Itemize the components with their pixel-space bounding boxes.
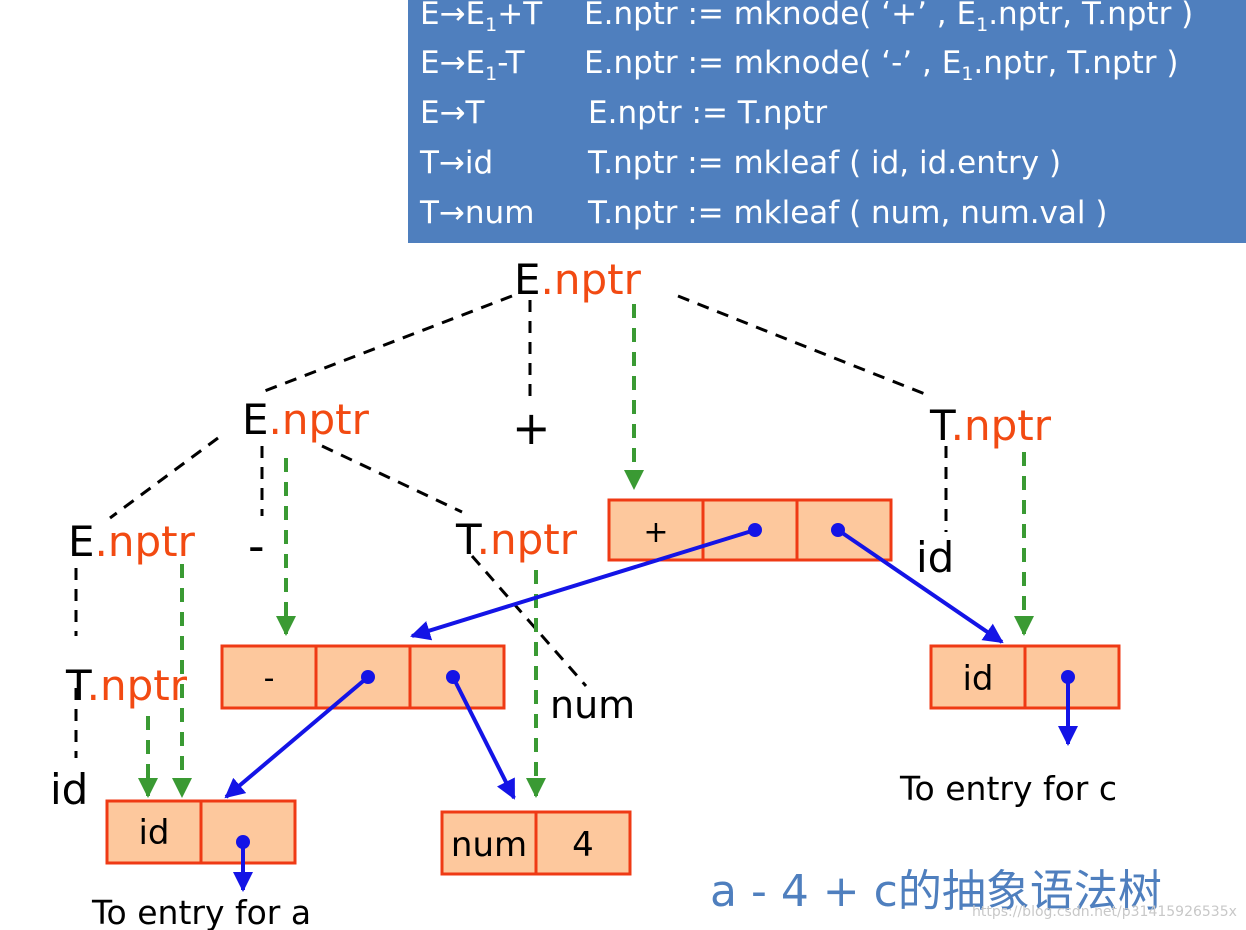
dot-minus-left <box>361 670 375 684</box>
production-tail: +T <box>497 0 543 32</box>
rule-action: E.nptr := T.nptr <box>588 93 827 133</box>
plus-node-op: + <box>643 515 668 550</box>
entry-c-note: To entry for c <box>899 769 1117 808</box>
rule-row: T→id T.nptr := mkleaf ( id, id.entry ) <box>420 143 1240 187</box>
production-head: E→E <box>420 45 486 81</box>
action-subscript: 1 <box>976 14 989 37</box>
id-c-node <box>929 644 1121 710</box>
rule-production: T→id <box>420 143 493 183</box>
production-subscript: 1 <box>485 63 498 86</box>
e1-node: E.nptr <box>242 395 370 444</box>
action-text-tail: .nptr, T.nptr ) <box>988 0 1194 32</box>
dot-id-a <box>236 835 250 849</box>
edge-root-t <box>677 294 931 398</box>
id-left-leaf: id <box>50 765 88 814</box>
edge-tmid-num <box>470 555 588 687</box>
ptr-minus-to-num <box>451 676 516 800</box>
rule-action: E.nptr := mknode( ‘+’ , E1.nptr, T.nptr … <box>584 0 1193 45</box>
num-node <box>440 810 632 876</box>
minus-symbol: - <box>248 519 265 573</box>
ptr-plus-to-minus <box>410 528 756 641</box>
id-c-node-label: id <box>962 659 993 699</box>
t-left-node: T.nptr <box>65 661 188 710</box>
action-text: E.nptr := T.nptr <box>588 95 828 131</box>
edge-root-e1 <box>261 294 513 394</box>
rule-action: T.nptr := mkleaf ( id, id.entry ) <box>588 143 1061 183</box>
production-head: T→num <box>420 195 535 231</box>
ptr-minus-to-id-a <box>224 675 370 799</box>
ast-node-text: + - id id num 4 <box>138 515 993 865</box>
action-text: E.nptr := mknode( ‘+’ , E <box>584 0 977 32</box>
watermark: https://blog.csdn.net/p31415926535x <box>972 904 1237 920</box>
action-text: T.nptr := mkleaf ( id, id.entry ) <box>588 145 1062 181</box>
e2-node: E.nptr <box>68 517 196 566</box>
t-right-node: T.nptr <box>929 401 1052 450</box>
tree-labels: E.nptr E.nptr + T.nptr id E.nptr - T.npt… <box>50 255 1052 814</box>
plus-symbol: + <box>512 401 551 455</box>
action-text: E.nptr := mknode( ‘-’ , E <box>584 45 962 81</box>
id-a-node-label-cell <box>105 799 203 865</box>
dot-plus-left <box>748 523 762 537</box>
production-head: E→E <box>420 0 486 32</box>
pointer-dots <box>236 523 1075 849</box>
num-node-value: 4 <box>572 825 594 865</box>
rule-action: T.nptr := mkleaf ( num, num.val ) <box>588 193 1107 233</box>
t-mid-node: T.nptr <box>455 515 578 564</box>
id-a-node-label: id <box>138 813 169 853</box>
dot-minus-right <box>446 670 460 684</box>
id-a-node-pointer-cell <box>199 799 297 865</box>
edge-e1-e2 <box>109 436 219 520</box>
rule-production: E→E1+T <box>420 0 542 45</box>
pointer-arrows <box>224 528 1078 892</box>
production-head: T→id <box>420 145 494 181</box>
root-node: E.nptr <box>514 255 642 304</box>
action-text-tail: .nptr, T.nptr ) <box>973 45 1179 81</box>
action-subscript: 1 <box>961 63 974 86</box>
rule-row: E→T E.nptr := T.nptr <box>420 93 1240 137</box>
production-subscript: 1 <box>485 14 498 37</box>
num-node-label: num <box>451 825 527 865</box>
rule-action: E.nptr := mknode( ‘-’ , E1.nptr, T.nptr … <box>584 43 1178 94</box>
action-text: T.nptr := mkleaf ( num, num.val ) <box>588 195 1108 231</box>
id-a-node <box>105 799 297 865</box>
id-right-leaf: id <box>916 533 954 582</box>
parse-tree-edges <box>74 294 948 758</box>
num-leaf: num <box>550 683 635 727</box>
attribute-flow-arrows <box>138 304 1034 798</box>
production-tail: -T <box>497 45 525 81</box>
dot-id-c <box>1061 670 1075 684</box>
num-node-label-cell <box>440 810 538 876</box>
edge-e1-tmid <box>321 444 463 514</box>
entry-a-note: To entry for a <box>91 893 311 930</box>
dot-plus-right <box>831 523 845 537</box>
minus-node-op: - <box>264 661 275 696</box>
rule-row: T→num T.nptr := mkleaf ( num, num.val ) <box>420 193 1240 237</box>
ptr-plus-to-id-c <box>836 528 1004 644</box>
rule-production: T→num <box>420 193 534 233</box>
plus-node-right-cell <box>795 498 893 562</box>
diagram-caption: a - 4 + c的抽象语法树 <box>710 866 1162 917</box>
num-node-value-cell <box>534 810 632 876</box>
production-head: E→T <box>420 95 485 131</box>
rule-production: E→E1-T <box>420 43 525 94</box>
rule-production: E→T <box>420 93 485 133</box>
